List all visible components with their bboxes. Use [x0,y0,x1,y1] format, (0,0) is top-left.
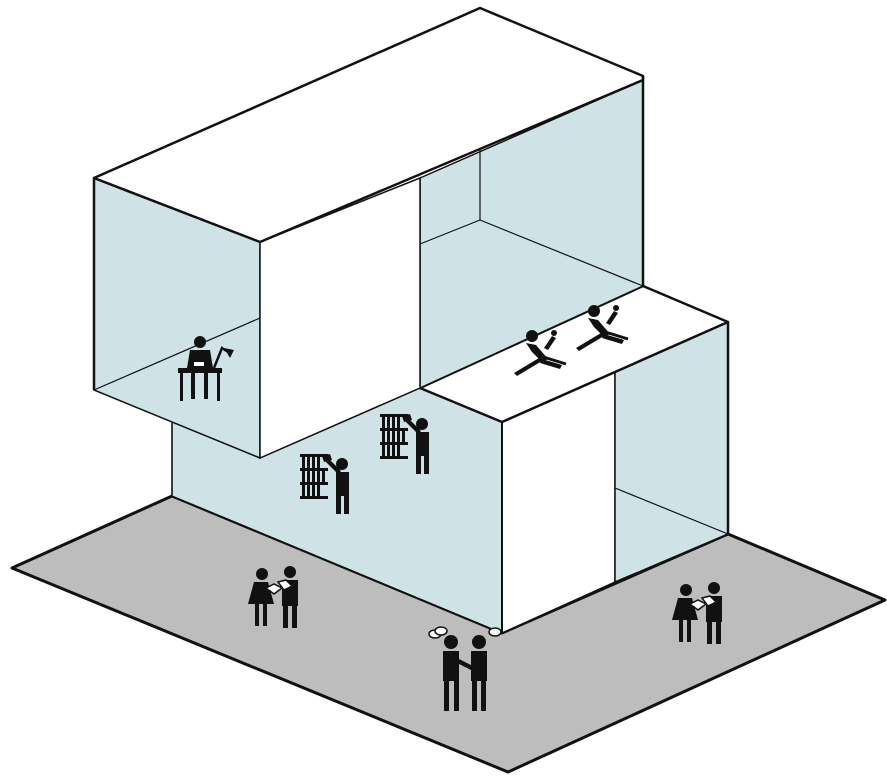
upper-front-wall [259,176,421,460]
